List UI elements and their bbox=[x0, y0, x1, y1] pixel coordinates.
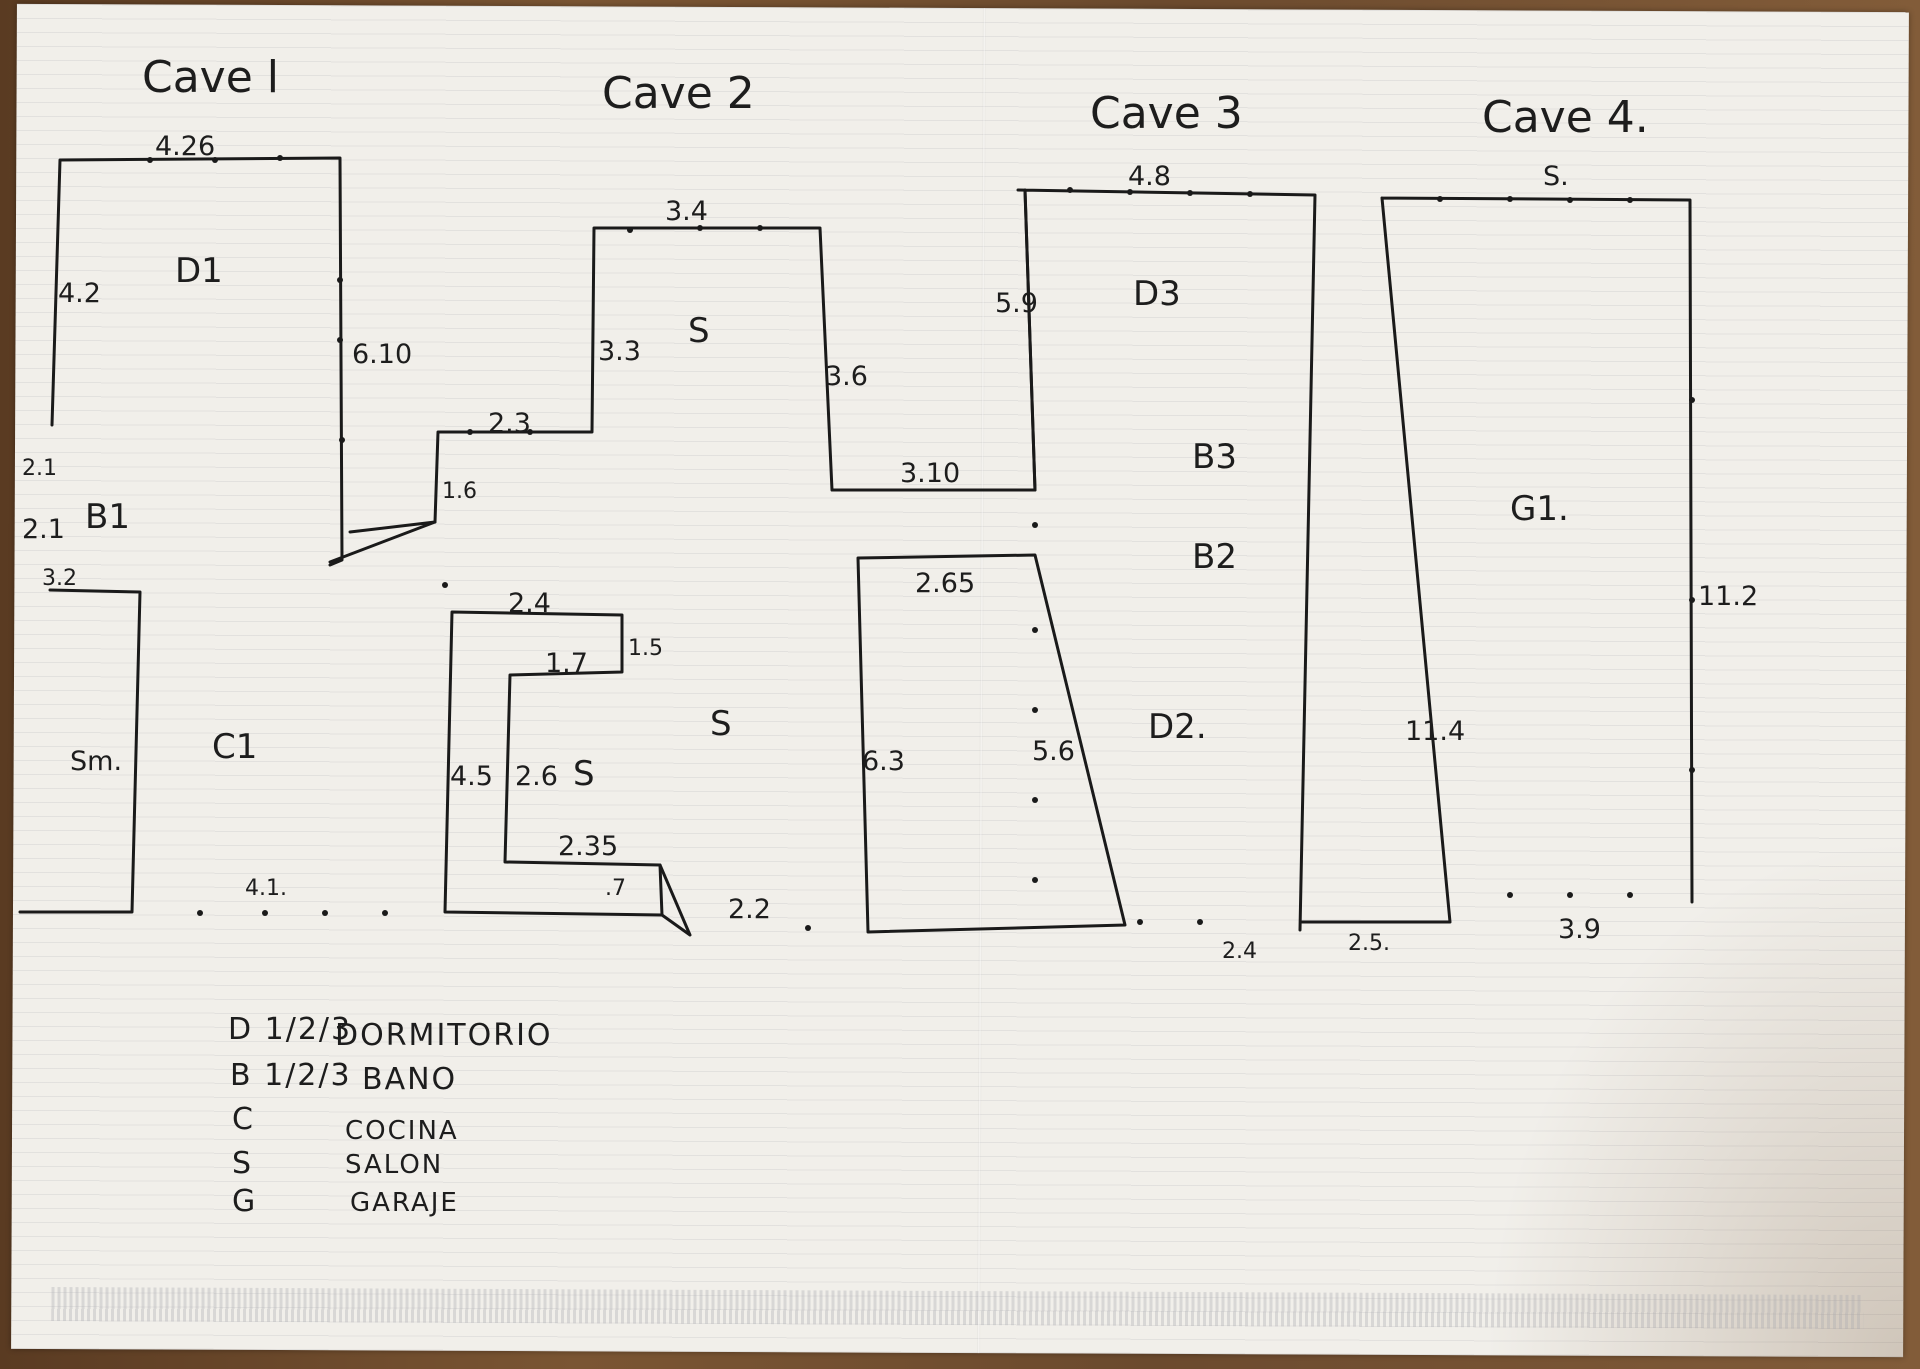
dim-c3-low-top: 2.65 bbox=[915, 568, 975, 599]
legend-label-cocina: COCINA bbox=[345, 1116, 459, 1146]
cave3-lower-room bbox=[856, 553, 1127, 934]
room-d2: D2. bbox=[1148, 707, 1207, 747]
room-b3: B3 bbox=[1192, 437, 1237, 477]
dim-c2-inner-low: 2.35 bbox=[558, 831, 618, 862]
cave2-upper-outline bbox=[433, 188, 1037, 524]
legend-label-garaje: GARAJE bbox=[350, 1188, 459, 1218]
dim-c1-right: 6.10 bbox=[352, 339, 412, 370]
dim-c2-inner-left: 4.5 bbox=[450, 761, 493, 792]
legend-label-dormitorio: DORMITORIO bbox=[335, 1018, 553, 1053]
legend-label-salon: SALON bbox=[345, 1150, 444, 1180]
dim-c1-c: 3.2 bbox=[42, 566, 77, 591]
dim-c2-inner-top: 2.4 bbox=[508, 588, 551, 619]
dim-c1-top: 4.26 bbox=[155, 131, 215, 162]
dim-c3-bottom: 2.4 bbox=[1222, 939, 1257, 964]
measurement-dots bbox=[147, 155, 1695, 931]
cave1-lower-outline bbox=[18, 588, 142, 914]
dim-c2-top: 3.4 bbox=[665, 196, 708, 227]
dim-c2-right: 3.6 bbox=[825, 361, 868, 392]
dim-c2-inner-side: 1.5 bbox=[628, 636, 663, 661]
dim-c2-inner-in: 2.6 bbox=[515, 761, 558, 792]
cave3-outline bbox=[1016, 188, 1317, 932]
dim-c2-inner-bottom: 2.2 bbox=[728, 894, 771, 925]
cave2-title: Cave 2 bbox=[602, 68, 755, 119]
legend-code-dormitorio: D 1/2/3 bbox=[228, 1012, 353, 1047]
legend-label-bano: BANO bbox=[362, 1062, 458, 1097]
room-g1: G1. bbox=[1510, 489, 1569, 529]
dim-c4-left: 11.4 bbox=[1405, 716, 1465, 747]
cave1-title: Cave l bbox=[142, 52, 279, 103]
room-c1: C1 bbox=[212, 727, 257, 767]
room-b2: B2 bbox=[1192, 537, 1237, 577]
room-s-upper: S bbox=[688, 311, 710, 351]
cave1-upper-outline bbox=[50, 156, 344, 567]
dim-c1-left: 4.2 bbox=[58, 278, 101, 309]
room-s-inner: S bbox=[573, 754, 595, 794]
dim-c2-inner-mid: 1.7 bbox=[545, 648, 588, 679]
dim-c4-top: S. bbox=[1543, 161, 1569, 192]
dim-c2-small: 1.6 bbox=[442, 479, 477, 504]
cave2-lower-outline bbox=[443, 610, 664, 917]
legend-code-bano: B 1/2/3 bbox=[230, 1058, 352, 1093]
dim-c2-inner-tiny: .7 bbox=[605, 876, 626, 901]
dim-c2-bottom: 3.10 bbox=[900, 458, 960, 489]
cave2-lower-stair bbox=[658, 863, 692, 937]
dim-c2-step: 2.3 bbox=[488, 408, 531, 439]
cave4-title: Cave 4. bbox=[1482, 92, 1649, 143]
legend-code-salon: S bbox=[232, 1146, 254, 1181]
dim-c3-low-left: 6.3 bbox=[862, 746, 905, 777]
dim-c3-top: 4.8 bbox=[1128, 161, 1171, 192]
room-b1: B1 bbox=[85, 497, 130, 537]
legend-code-cocina: C bbox=[232, 1102, 255, 1137]
legend-code-garaje: G bbox=[232, 1184, 258, 1219]
room-s-lower: S bbox=[710, 704, 732, 744]
dim-c2-left: 3.3 bbox=[598, 336, 641, 367]
dim-c4-bottom-right: 3.9 bbox=[1558, 914, 1601, 945]
dim-c3-low-right: 5.6 bbox=[1032, 736, 1075, 767]
dim-c1-b: 2.1 bbox=[22, 514, 65, 545]
dim-c1-sm: Sm. bbox=[70, 746, 122, 777]
dim-c1-bottom: 4.1. bbox=[245, 876, 287, 901]
room-d3: D3 bbox=[1133, 274, 1181, 314]
cave4-outline bbox=[1300, 196, 1694, 924]
cave1-stair-triangle bbox=[328, 520, 437, 564]
cave3-title: Cave 3 bbox=[1090, 88, 1243, 139]
dim-c4-bottom-left: 2.5. bbox=[1348, 931, 1390, 956]
room-d1: D1 bbox=[175, 251, 223, 291]
dim-c1-a: 2.1 bbox=[22, 456, 57, 481]
dim-c4-right: 11.2 bbox=[1698, 581, 1758, 612]
dim-c3-left: 5.9 bbox=[995, 288, 1038, 319]
